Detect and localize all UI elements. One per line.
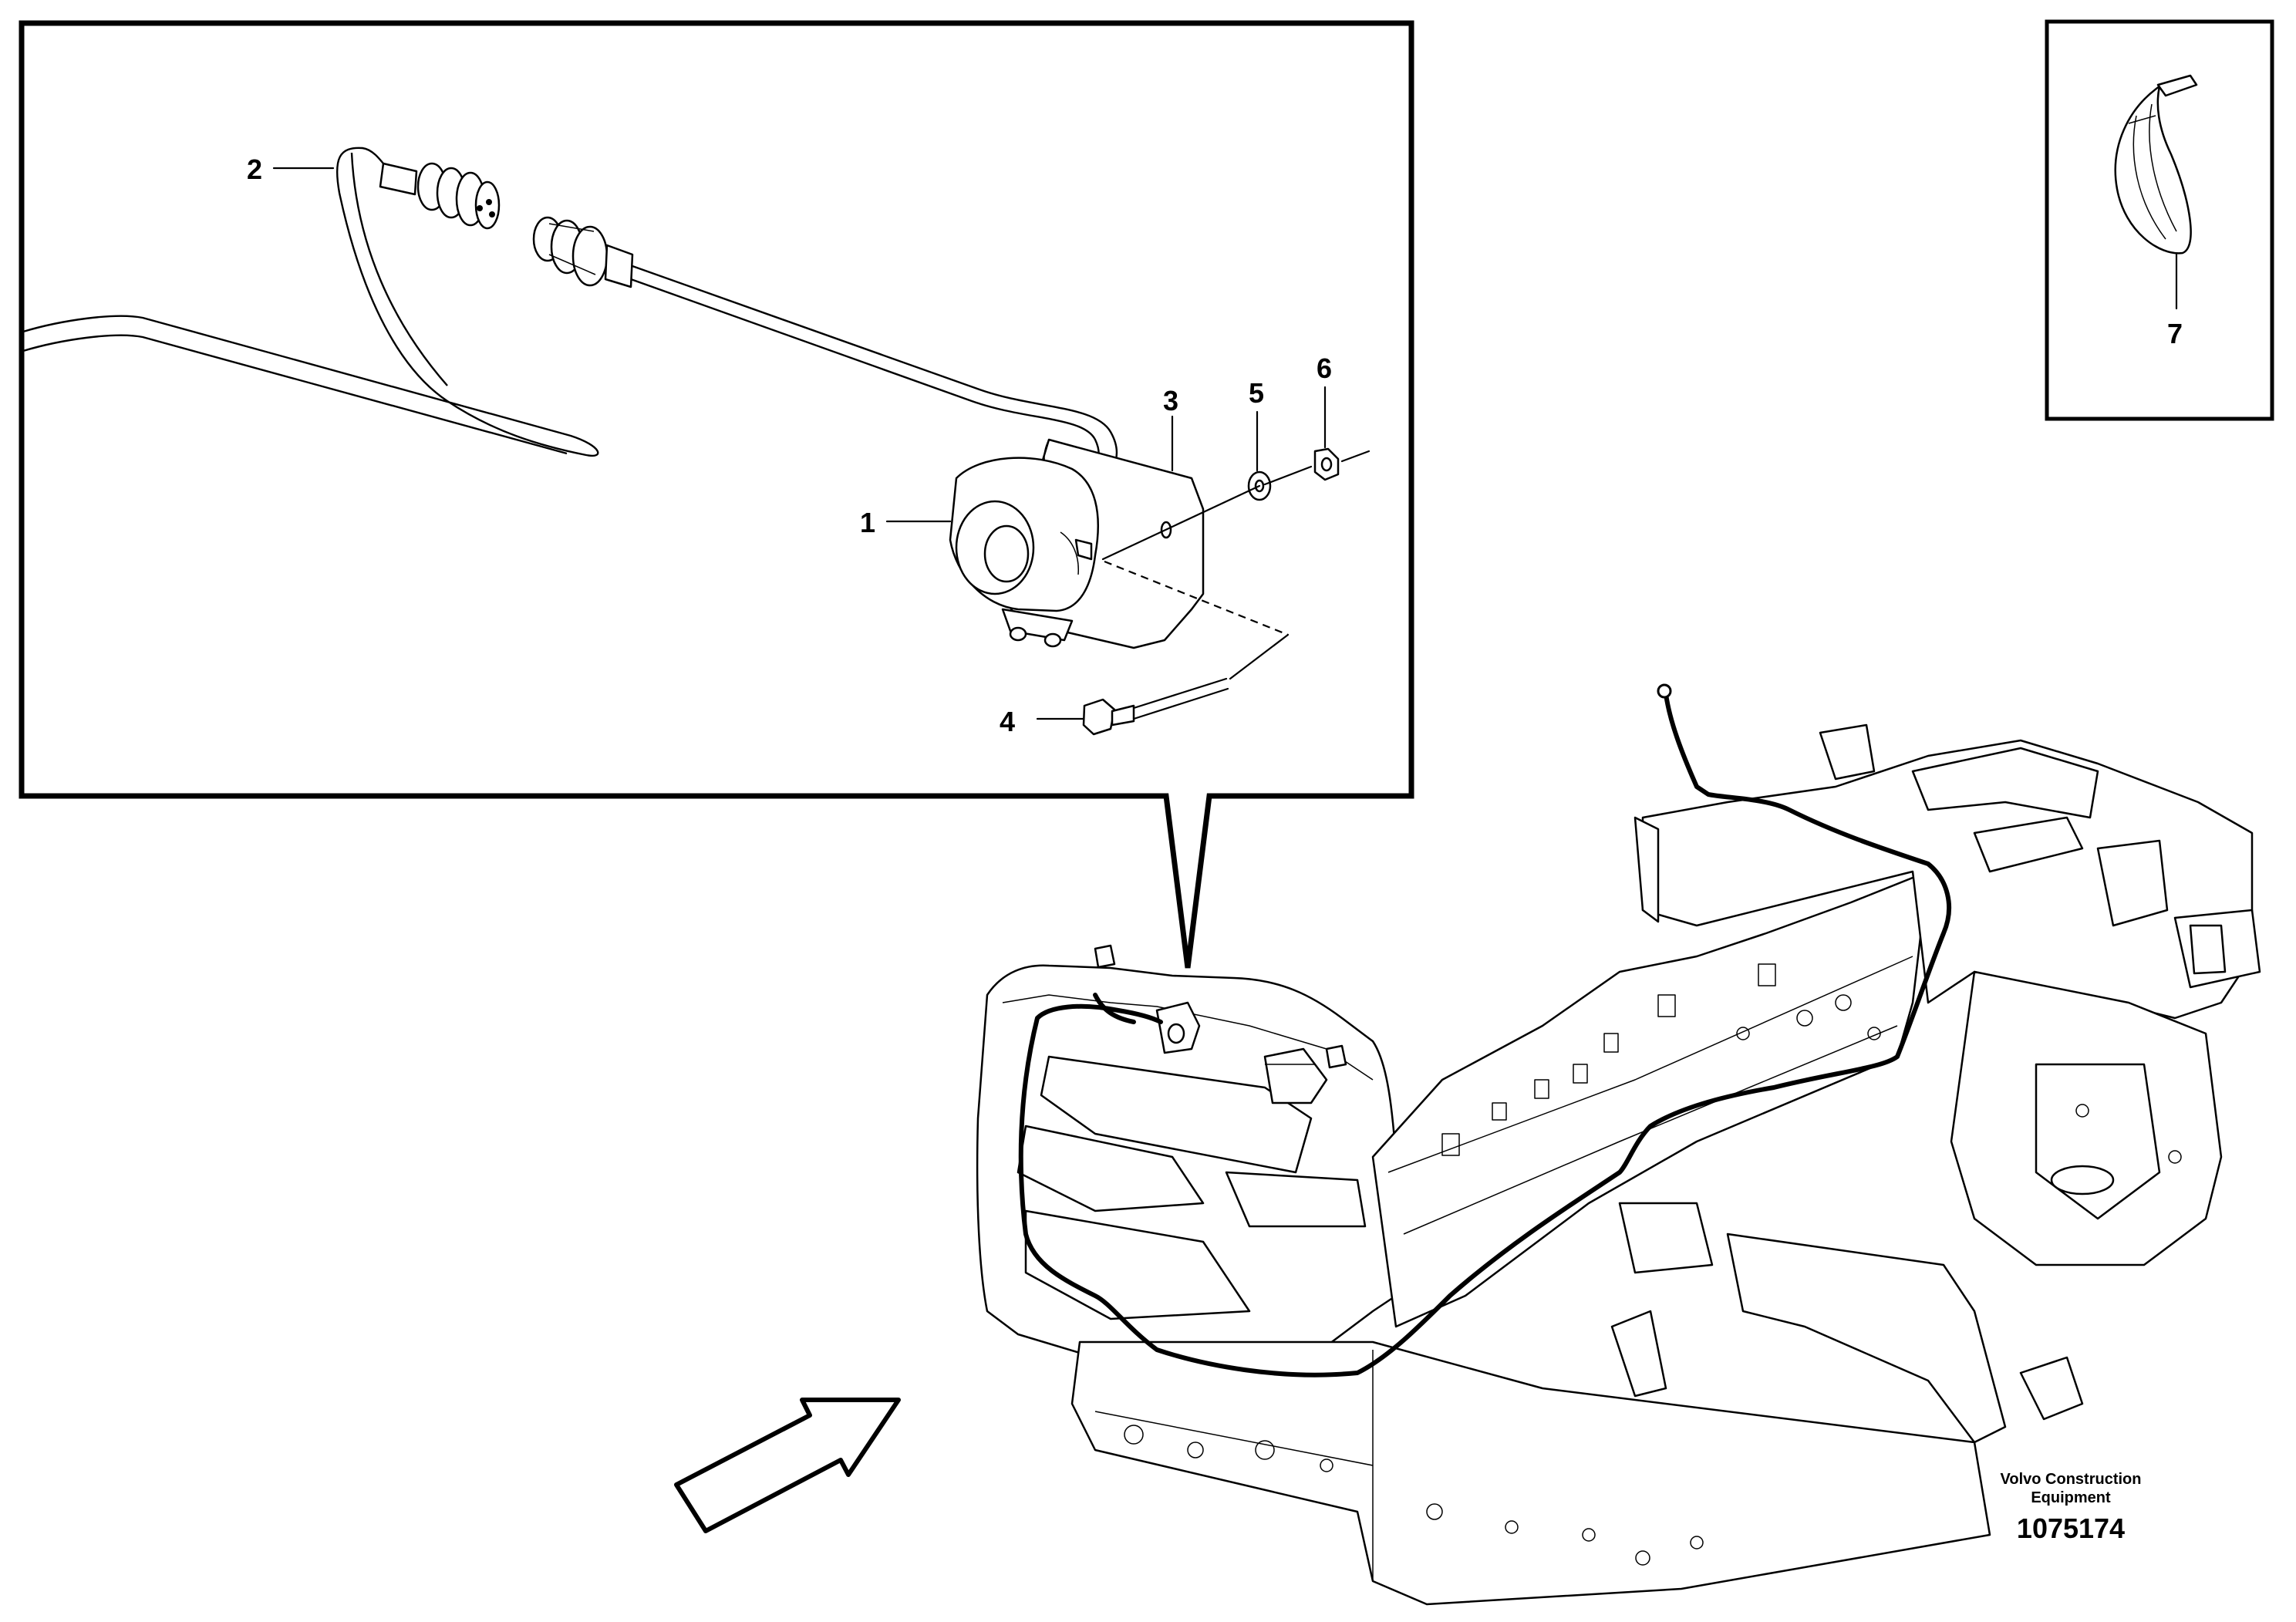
connector-male [379, 162, 501, 230]
callout-4: 4 [1000, 706, 1015, 737]
connector-female [532, 216, 1118, 495]
callout-7: 7 [2167, 318, 2183, 349]
credit-block: Volvo Construction Equipment 1075174 [2001, 1471, 2142, 1544]
credit-line-2: Equipment [2031, 1489, 2111, 1506]
assembly-lines [1101, 450, 1371, 680]
callout-1: 1 [860, 507, 875, 538]
callout-labels: 2 1 3 4 5 6 7 [247, 153, 2183, 737]
machine-frame [976, 723, 2261, 1606]
frame-harness [1018, 683, 1951, 1378]
detail-frame [19, 20, 1414, 969]
callout-6: 6 [1317, 352, 1332, 384]
leader-lines [272, 167, 2178, 720]
direction-arrow [674, 1398, 901, 1533]
callout-3: 3 [1163, 385, 1178, 416]
nut-6 [1313, 447, 1340, 481]
camera-1 [949, 457, 1099, 648]
cable-harness-2 [22, 147, 599, 457]
credit-line-1: Volvo Construction [2001, 1471, 2142, 1488]
bolt-4 [1082, 677, 1229, 736]
callout-2: 2 [247, 153, 262, 185]
callout-5: 5 [1249, 377, 1264, 409]
cable-tie-7 [2114, 74, 2198, 255]
document-number: 1075174 [2017, 1512, 2125, 1544]
